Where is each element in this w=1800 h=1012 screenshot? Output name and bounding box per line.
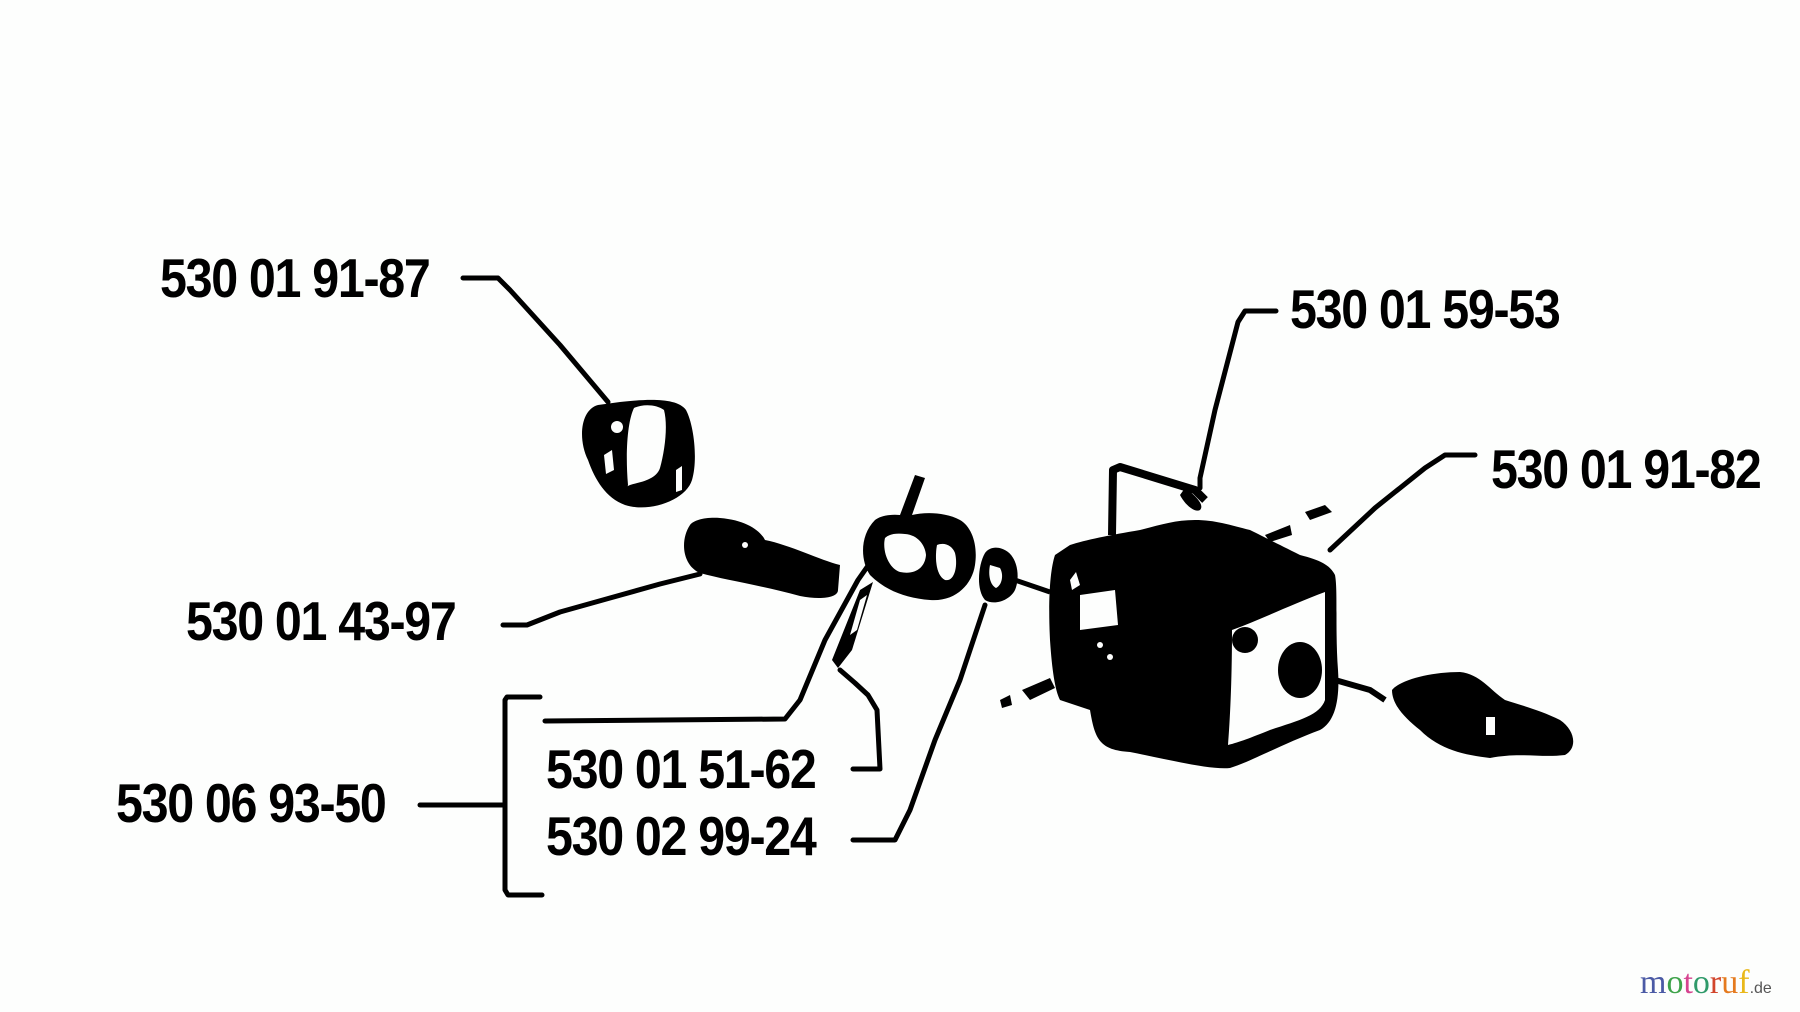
part-label-530-02-99-24[interactable]: 530 02 99-24 — [546, 805, 817, 867]
logo-suffix: .de — [1749, 980, 1772, 997]
motoruf-logo: motoruf.de — [1640, 966, 1772, 1000]
part-label-530-06-93-50[interactable]: 530 06 93-50 — [116, 772, 387, 834]
part-label-530-01-43-97[interactable]: 530 01 43-97 — [186, 590, 457, 652]
logo-letter-t: t — [1683, 964, 1693, 1001]
nozzle-part-icon — [684, 517, 840, 598]
gasket-part-icon — [582, 399, 695, 508]
small-ring-part-icon — [978, 547, 1051, 603]
logo-letter-o: o — [1666, 964, 1684, 1001]
logo-letter-u: u — [1721, 964, 1739, 1001]
leader-line-51-62 — [837, 667, 883, 772]
small-gasket-part-icon — [832, 475, 976, 668]
part-label-530-01-51-62[interactable]: 530 01 51-62 — [546, 738, 817, 800]
leader-line-91-82 — [1327, 452, 1478, 553]
fitting-part-icon — [1392, 672, 1574, 758]
part-label-530-01-91-87[interactable]: 530 01 91-87 — [160, 247, 431, 309]
leader-line-91-87 — [460, 275, 611, 405]
part-label-530-01-59-53[interactable]: 530 01 59-53 — [1290, 278, 1561, 340]
part-label-530-01-91-82[interactable]: 530 01 91-82 — [1491, 438, 1762, 500]
logo-letter-o2: o — [1692, 964, 1710, 1001]
main-block-part-icon — [1000, 463, 1387, 769]
leader-line-43-97 — [500, 571, 703, 628]
leader-line-59-53 — [1197, 308, 1279, 491]
leader-line-99-24 — [850, 602, 988, 843]
leader-line-bracket-top — [542, 557, 875, 724]
leader-lines — [417, 275, 1478, 898]
logo-letter-m: m — [1640, 964, 1667, 1001]
group-bracket — [502, 694, 545, 898]
logo-letter-r: r — [1709, 964, 1722, 1001]
logo-letter-f: f — [1738, 964, 1750, 1001]
